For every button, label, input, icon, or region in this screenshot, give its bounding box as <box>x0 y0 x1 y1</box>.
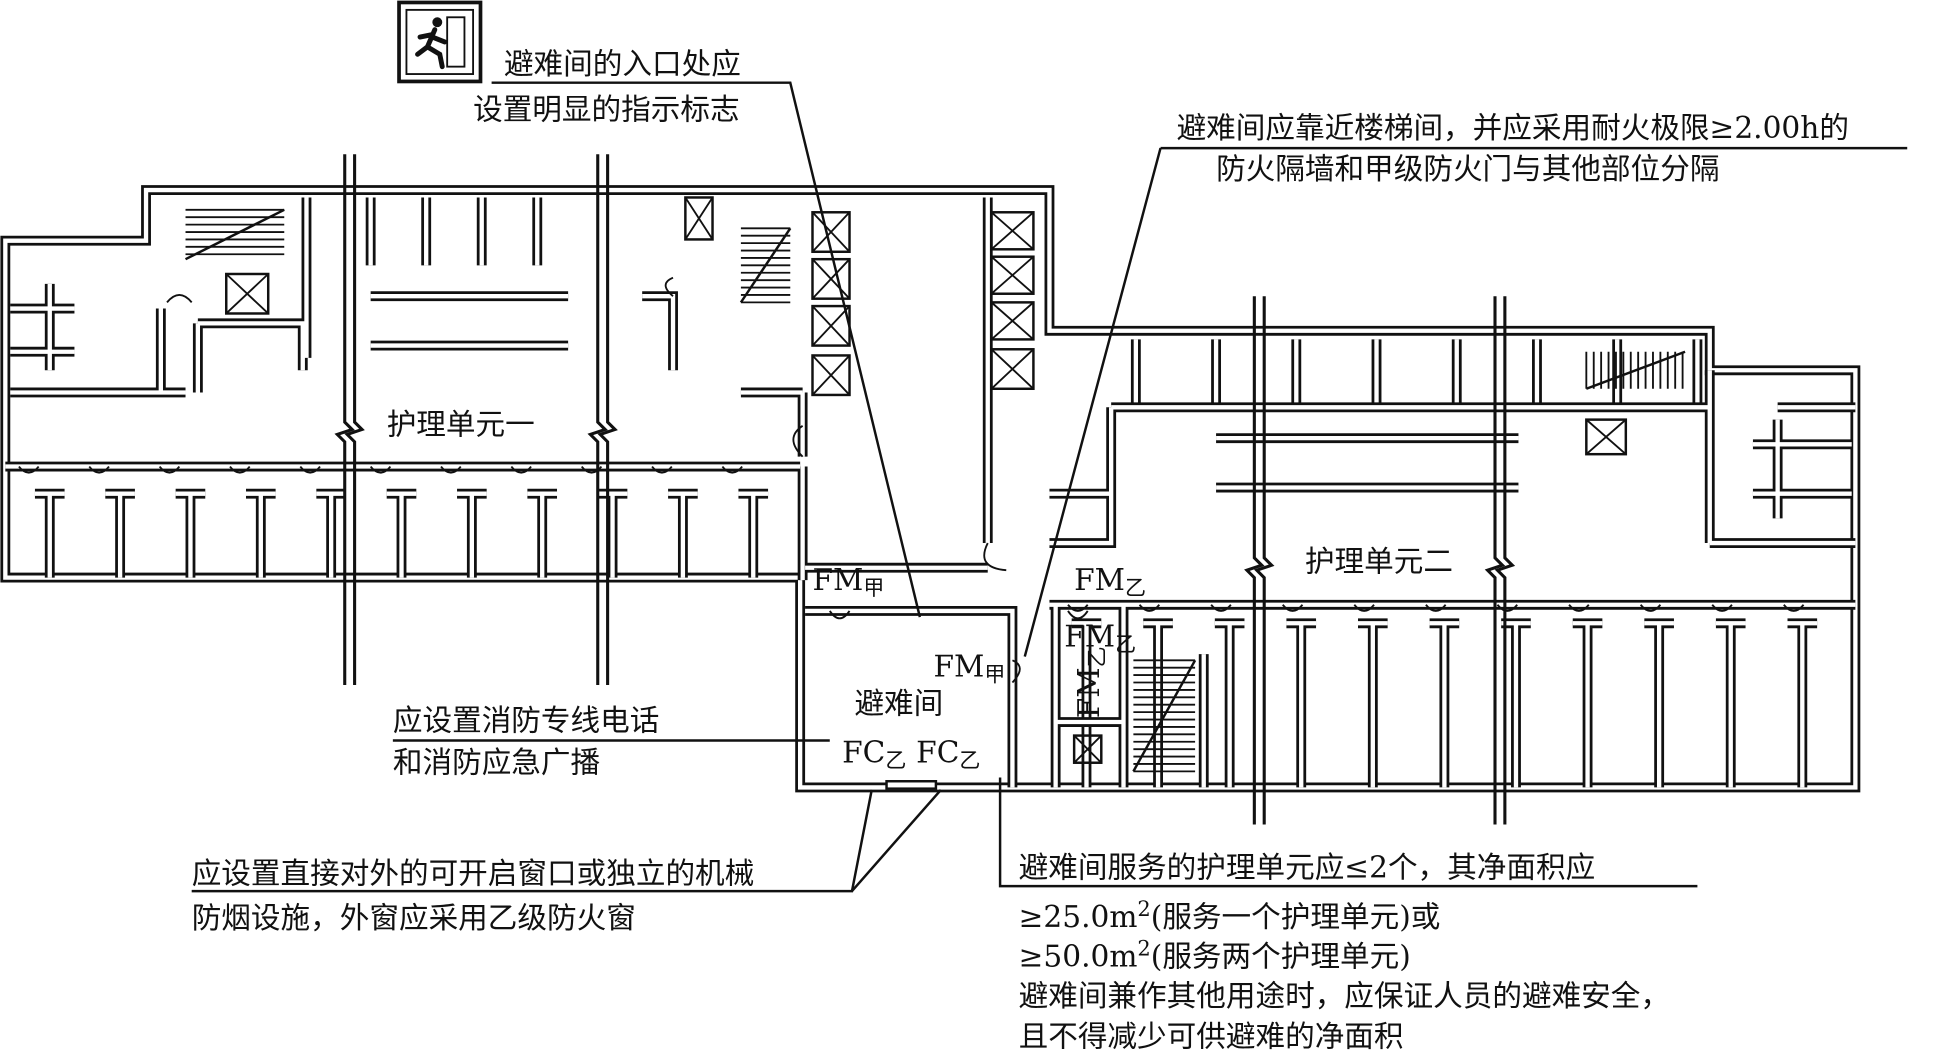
stair-icon <box>739 227 792 304</box>
break-line-stroke <box>1484 296 1506 825</box>
door-fm-jia-2: FM甲 <box>933 649 1005 686</box>
elevator-box <box>684 196 714 241</box>
break-line-stroke <box>597 154 618 685</box>
elevator-icon <box>811 304 851 347</box>
elevator-icon <box>225 272 270 315</box>
break-line <box>587 154 618 685</box>
elevator-icon <box>990 348 1035 391</box>
note-line: 避难间应靠近楼梯间，并应采用耐火极限≥2.00h的 <box>1177 111 1849 145</box>
door-fm-yi-1: FM乙 <box>1074 563 1146 600</box>
elevator-cross <box>1073 734 1102 764</box>
elevator-box <box>1585 418 1628 456</box>
door-fm-yi-2: FM乙 <box>1064 620 1136 657</box>
partition-walls-inner <box>10 197 1852 788</box>
elevator-cross <box>1585 418 1627 455</box>
break-line-stroke <box>587 154 609 685</box>
elevator-box <box>990 211 1035 251</box>
elevator-cross <box>811 258 851 300</box>
window-fc-yi-1: FC乙 <box>842 736 906 773</box>
break-line-stroke <box>1253 296 1275 825</box>
elevator-cross <box>811 354 851 396</box>
elevator-cross <box>225 273 269 315</box>
note-line: 避难间服务的护理单元应≤2个，其净面积应 <box>1019 851 1596 885</box>
break-line <box>1244 296 1275 825</box>
note-window: 应设置直接对外的可开启窗口或独立的机械 防烟设施，外窗应采用乙级防火窗 <box>192 857 755 935</box>
note-area: 避难间服务的护理单元应≤2个，其净面积应 ≥25.0m2(服务一个护理单元)或 … <box>1019 851 1670 1054</box>
elevator-cross <box>811 305 851 347</box>
note-entrance-sign: 避难间的入口处应 设置明显的指示标志 <box>473 47 741 127</box>
door-swings <box>18 276 1805 684</box>
note-line: 避难间的入口处应 <box>504 47 741 81</box>
note-line: 防火隔墙和甲级防火门与其他部位分隔 <box>1216 152 1719 186</box>
stairs <box>184 208 1686 773</box>
note-line: 且不得减少可供避难的净面积 <box>1019 1020 1404 1054</box>
elevator-icon <box>811 354 851 397</box>
elevator-icon <box>1072 734 1103 764</box>
break-line-stroke <box>1494 296 1516 825</box>
window-marks <box>885 780 938 790</box>
elevator-cross <box>990 348 1035 390</box>
elevator-cross <box>990 211 1035 251</box>
doors <box>18 276 1805 684</box>
elevator-icon <box>990 255 1035 295</box>
elevator-box <box>1072 734 1103 764</box>
stair-icon <box>184 208 285 261</box>
elevator-box <box>811 257 851 300</box>
window-fc-yi-2: FC乙 <box>916 736 980 773</box>
elevator-box <box>811 354 851 397</box>
stair-break <box>1585 350 1686 390</box>
stair-break <box>1132 659 1197 772</box>
stair-break <box>184 208 285 261</box>
floor-plan <box>0 154 1861 825</box>
note-line: 设置明显的指示标志 <box>473 93 740 127</box>
elevator-icon <box>684 196 714 241</box>
note-line: ≥25.0m2(服务一个护理单元)或 <box>1019 897 1441 934</box>
stair-treads <box>740 227 791 304</box>
note-line: 和消防应急广播 <box>393 746 600 780</box>
emergency-exit-sign-icon <box>397 0 483 84</box>
inner-walls <box>10 197 1852 788</box>
note-line: ≥50.0m2(服务两个护理单元) <box>1019 936 1411 973</box>
note-line: 应设置消防专线电话 <box>393 704 660 738</box>
note-near-stair: 避难间应靠近楼梯间，并应采用耐火极限≥2.00h的 防火隔墙和甲级防火门与其他部… <box>1177 111 1849 186</box>
refuge-room-label: 避难间 <box>854 686 943 720</box>
note-line: 防烟设施，外窗应采用乙级防火窗 <box>192 901 636 935</box>
break-lines <box>334 154 1516 825</box>
elevator-box <box>990 255 1035 295</box>
elevator-icon <box>990 211 1035 251</box>
elevator-cross <box>811 211 851 253</box>
leader-lines <box>191 81 1908 893</box>
break-line-stroke <box>344 154 365 685</box>
break-line-stroke <box>1244 296 1265 825</box>
door-fm-jia-1: FM甲 <box>812 563 884 600</box>
elevator-icon <box>811 257 851 300</box>
stair-treads <box>1133 659 1196 773</box>
elevator-box <box>990 301 1035 341</box>
elevator-box <box>225 272 270 315</box>
stair-break <box>739 227 792 304</box>
note-line: 避难间兼作其他用途时，应保证人员的避难安全， <box>1019 979 1670 1013</box>
break-line <box>334 154 365 685</box>
break-line-stroke <box>334 154 355 685</box>
break-line <box>1484 296 1516 825</box>
unit-one-label: 护理单元一 <box>387 407 535 441</box>
elevator-cross <box>990 256 1035 295</box>
stair-icon <box>1585 350 1686 390</box>
elevator-cross <box>684 196 714 240</box>
door-fm-yi-3: FM乙 <box>1072 646 1109 718</box>
corridor-walls <box>5 197 1856 788</box>
unit-two-label: 护理单元二 <box>1305 544 1453 578</box>
elevator-cross <box>990 301 1035 341</box>
note-phone: 应设置消防专线电话 和消防应急广播 <box>393 704 660 780</box>
stair-treads <box>185 208 285 256</box>
elevator-icon <box>1585 418 1628 456</box>
note-line: 应设置直接对外的可开启窗口或独立的机械 <box>192 857 755 891</box>
stair-icon <box>1132 659 1197 773</box>
elevator-box <box>990 348 1035 391</box>
elevators <box>225 196 1628 764</box>
elevator-icon <box>990 301 1035 341</box>
